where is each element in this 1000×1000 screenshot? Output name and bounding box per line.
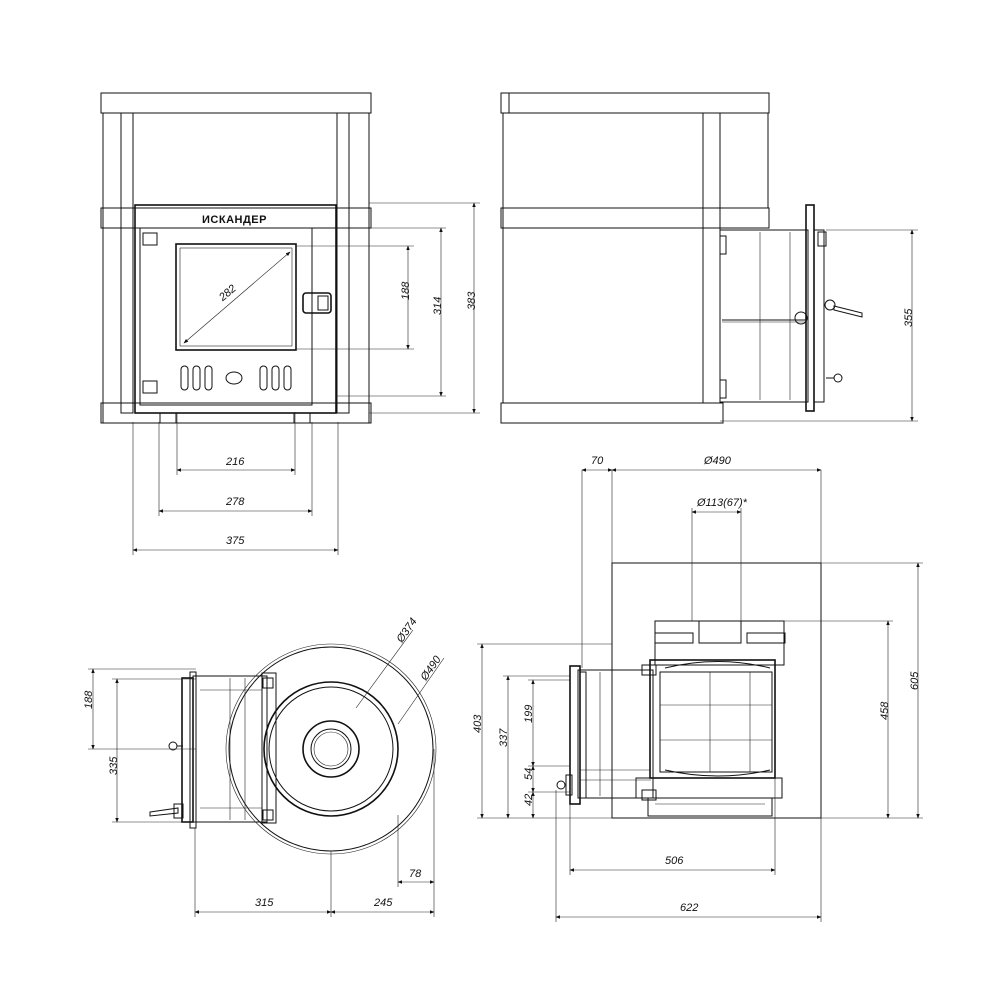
front-vertical-dimensions: 188 314 383 (296, 202, 480, 414)
dim-78: 78 (409, 868, 422, 880)
dim-54: 54 (523, 768, 535, 780)
dim-383: 383 (466, 291, 478, 310)
brand-label: ИСКАНДЕР (202, 214, 267, 226)
top-body-circle (263, 681, 399, 817)
dim-314: 314 (432, 297, 444, 315)
front-view: ИСКАНДЕР 282 188 (100, 92, 480, 555)
dim-506: 506 (665, 855, 684, 867)
dim-pipe: Ø113(67)* (696, 497, 748, 509)
dim-335: 335 (108, 756, 120, 775)
side-tunnel (719, 229, 809, 403)
dim-458: 458 (879, 701, 891, 720)
side-door-flange (805, 204, 815, 412)
section-mesh-body (611, 562, 822, 819)
section-firebox (649, 659, 776, 779)
dim-375: 375 (226, 535, 245, 547)
door-handle-icon (302, 292, 332, 314)
top-view: Ø374 Ø490 188 335 315 245 78 (83, 616, 445, 917)
top-flue-outer (302, 720, 360, 778)
dim-d490: Ø490 (418, 653, 444, 683)
top-outer-circle (228, 646, 434, 852)
dim-199: 199 (523, 705, 535, 723)
dim-245: 245 (373, 897, 393, 909)
dim-188: 188 (400, 281, 412, 300)
dim-403: 403 (472, 714, 484, 733)
vent-knob-icon (225, 371, 243, 385)
dim-70: 70 (591, 455, 604, 467)
dim-42: 42 (523, 794, 535, 806)
front-post-right (336, 112, 350, 414)
door-frame (134, 204, 337, 414)
side-bottom-knob-icon (833, 373, 843, 383)
side-view: 355 (500, 92, 918, 424)
vent-slots-right (259, 365, 292, 391)
side-handle-lever-icon (833, 305, 863, 318)
top-lever-icon (149, 807, 179, 817)
side-middle-band (500, 207, 770, 229)
dim-282: 282 (216, 283, 239, 305)
top-flue-inner (310, 728, 352, 770)
front-top-band (100, 92, 372, 114)
front-post-left (120, 112, 134, 414)
dim-d374: Ø374 (394, 616, 420, 646)
section-view: 70 Ø490 Ø113(67)* 403 337 199 54 42 458 … (472, 455, 923, 922)
door-panel (139, 227, 313, 406)
dim-337: 337 (498, 728, 510, 747)
section-tunnel (577, 669, 654, 799)
section-knob-icon (556, 780, 566, 790)
dim-315: 315 (255, 897, 274, 909)
door-glass (175, 243, 297, 351)
front-horizontal-dimensions: 216 278 375 (132, 412, 339, 555)
side-bottom-band (500, 402, 724, 424)
dim-d490-section: Ø490 (703, 455, 732, 467)
vent-slots-left (180, 365, 213, 391)
glass-diagonal (183, 251, 291, 344)
side-handle-knob-icon (824, 299, 836, 311)
hinge-bottom-icon (142, 380, 158, 394)
side-mesh-body (502, 112, 704, 404)
front-mesh-body (102, 112, 370, 424)
dim-605: 605 (909, 671, 921, 690)
dim-216: 216 (225, 456, 245, 468)
dim-355: 355 (903, 308, 915, 327)
hinge-top-icon (142, 232, 158, 246)
side-top-band (500, 92, 770, 114)
dim-278: 278 (225, 496, 245, 508)
dim-622: 622 (680, 902, 698, 914)
dim-188-top: 188 (83, 690, 95, 709)
